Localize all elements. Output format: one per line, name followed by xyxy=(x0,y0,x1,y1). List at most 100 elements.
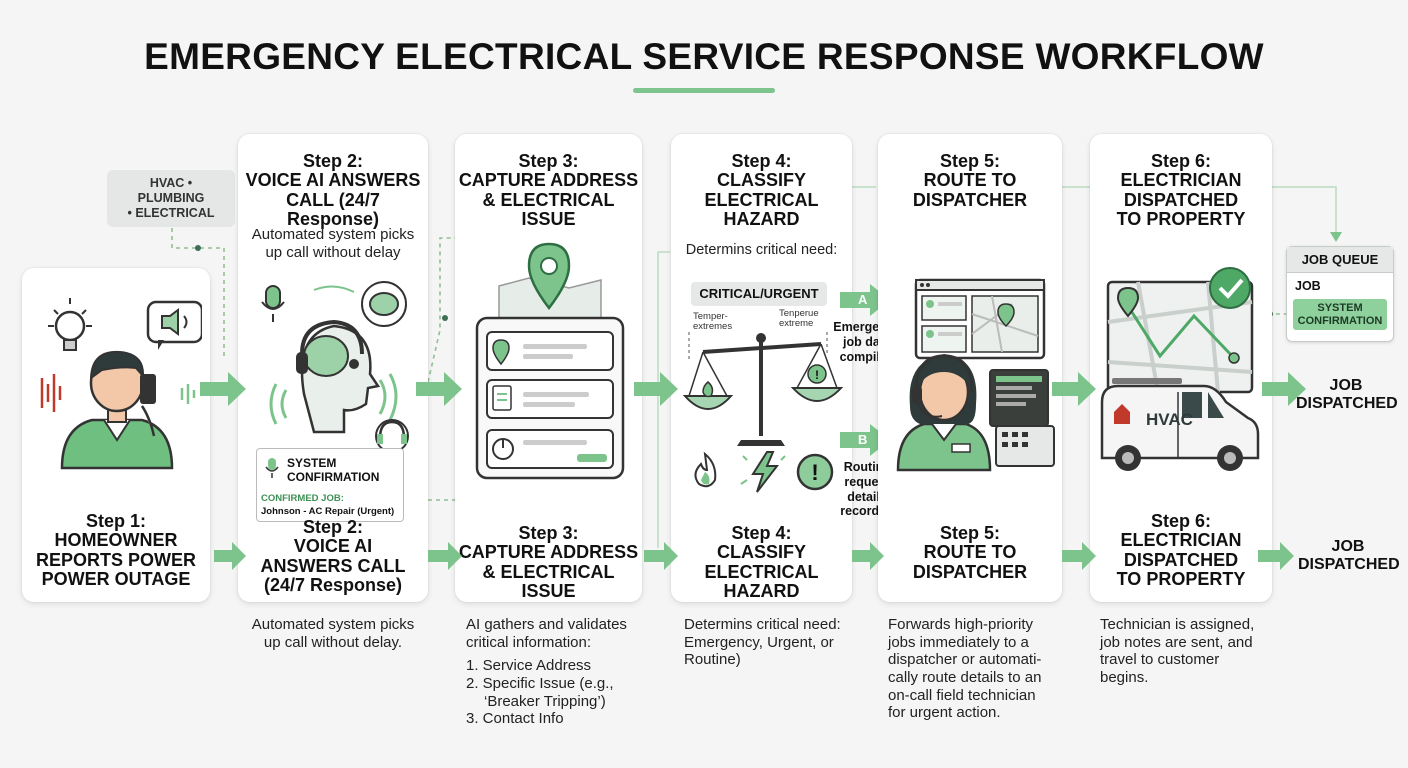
step4-bottom-label: Step 4: xyxy=(731,523,792,543)
step3-title-line-1: CAPTURE ADDRESS xyxy=(458,170,639,191)
step5-bottom-label: Step 5: xyxy=(939,523,1000,543)
hazard-scale-icon: ! ! xyxy=(682,332,844,493)
step4-title-line-2: ELECTRICAL xyxy=(704,189,819,210)
step2-title-line-1: VOICE AI ANSWERS xyxy=(245,170,421,191)
branch-arrows xyxy=(840,284,890,456)
title-underline xyxy=(633,88,775,93)
step5-top-title: Step 5: ROUTE TO DISPATCHER xyxy=(878,151,1062,210)
step3-item-issue: 2. Specific Issue (e.g., xyxy=(466,675,614,693)
step3-item-contact: 3. Contact Info xyxy=(466,710,564,728)
confirm-title-line-2: CONFIRMATION xyxy=(287,469,380,484)
step6-desc-line-4: begins. xyxy=(1100,669,1149,687)
step4-bottom-title-line-1: CLASSIFY xyxy=(716,542,806,563)
critical-urgent-label: CRITICAL/URGENT xyxy=(691,282,827,306)
trades-tag: HVAC • PLUMBING • ELECTRICAL xyxy=(107,170,235,227)
step3-desc-line-2: critical information: xyxy=(466,633,592,651)
step4-bottom-title-line-3: HAZARD xyxy=(723,581,800,602)
step4-bottom-title: Step 4: CLASSIFY ELECTRICAL HAZARD xyxy=(671,523,852,602)
job-queue-title: JOB QUEUE xyxy=(1287,247,1393,273)
step6-title-line-2: DISPATCHED xyxy=(1123,189,1239,210)
system-confirmation-popup: SYSTEM CONFIRMATION CONFIRMED JOB: Johns… xyxy=(256,448,404,522)
step4-bottom-desc-line-1: Determins critical need: xyxy=(684,616,841,633)
svg-text:!: ! xyxy=(815,368,819,382)
step5-card: Step 5: ROUTE TO DISPATCHER xyxy=(878,134,1062,602)
step5-desc: Forwards high-priority jobs immediately … xyxy=(888,616,1068,722)
step5-desc-line-4: cally route details to an xyxy=(888,669,1042,687)
homeowner-phone-icon xyxy=(40,298,202,470)
step6-bottom-title-line-2: DISPATCHED xyxy=(1123,549,1239,570)
step3-bottom-label: Step 3: xyxy=(518,523,579,543)
step5-bottom-title: Step 5: ROUTE TO DISPATCHER xyxy=(878,523,1062,582)
step2-bottom-title-line-3: (24/7 Response) xyxy=(263,575,403,596)
step4-label: Step 4: xyxy=(731,151,792,171)
step2-bottom-desc-line-1: Automated system picks xyxy=(251,616,415,633)
step6-desc-line-1: Technician is assigned, xyxy=(1100,616,1255,633)
page-title: EMERGENCY ELECTRICAL SERVICE RESPONSE WO… xyxy=(144,36,1264,77)
confirm-title: SYSTEM CONFIRMATION xyxy=(287,456,380,485)
job-dispatched-top-line-1: JOB xyxy=(1329,377,1363,394)
job-queue-panel: JOB QUEUE JOB SYSTEM CONFIRMATION xyxy=(1286,246,1394,342)
job-queue-confirmation: SYSTEM CONFIRMATION xyxy=(1293,299,1387,331)
step6-bottom-label: Step 6: xyxy=(1150,511,1211,531)
job-queue-confirm-line-1: SYSTEM xyxy=(1317,302,1363,314)
branch-b-label: B xyxy=(858,432,868,447)
step6-bottom-title-line-3: TO PROPERTY xyxy=(1116,569,1246,590)
step2-bottom-title-line-1: VOICE AI xyxy=(293,536,373,557)
branch-b-line-3: details xyxy=(847,489,887,504)
job-dispatched-top: JOB DISPATCHED xyxy=(1296,377,1398,412)
mic-icon xyxy=(265,458,279,478)
dispatcher-icon xyxy=(896,278,1055,472)
step6-top-title: Step 6: ELECTRICIAN DISPATCHED TO PROPER… xyxy=(1090,151,1272,230)
step6-card: Step 6: ELECTRICIAN DISPATCHED TO PROPER… xyxy=(1090,134,1272,602)
branch-a-label: A xyxy=(858,292,868,307)
step2-bottom-desc-line-2: up call without delay. xyxy=(263,633,403,651)
step4-card: Step 4: CLASSIFY ELECTRICAL HAZARD Deter… xyxy=(671,134,852,602)
step6-bottom-title-line-1: ELECTRICIAN xyxy=(1120,530,1242,551)
step2-top-desc-line-1: Automated system picks xyxy=(251,226,415,243)
step3-item-issue-example: ‘Breaker Tripping’) xyxy=(484,692,606,710)
step5-bottom-title-line-1: ROUTE TO xyxy=(923,542,1017,563)
scale-left-line-2: extremes xyxy=(693,321,733,333)
step4-bottom-title-line-2: ELECTRICAL xyxy=(704,561,819,582)
step4-top-title: Step 4: CLASSIFY ELECTRICAL HAZARD xyxy=(671,151,852,230)
step5-desc-line-1: Forwards high-priority xyxy=(888,616,1034,633)
step5-bottom-title-line-2: DISPATCHER xyxy=(912,561,1028,582)
confirm-job-label: CONFIRMED JOB: xyxy=(261,493,344,504)
step5-desc-line-6: for urgent action. xyxy=(888,704,1001,722)
step5-desc-line-2: jobs immediately to a xyxy=(888,633,1029,651)
step4-title-line-3: HAZARD xyxy=(723,209,800,230)
step2-bottom-desc: Automated system picks up call without d… xyxy=(238,616,428,651)
step4-top-desc: Determins critical need: xyxy=(685,242,838,258)
step1-card: Step 1: HOMEOWNER REPORTS POWER POWER OU… xyxy=(22,268,210,602)
step4-title-line-1: CLASSIFY xyxy=(716,170,806,191)
step3-label: Step 3: xyxy=(518,151,579,171)
step3-info-list: 1. Service Address 2. Specific Issue (e.… xyxy=(466,657,646,728)
step1-title-line-2: REPORTS POWER xyxy=(35,549,196,570)
step2-top-title: Step 2: VOICE AI ANSWERS CALL (24/7 Resp… xyxy=(238,151,428,230)
step2-title-line-2: CALL (24/7 Response) xyxy=(286,189,380,230)
branch-b-arrow xyxy=(840,424,890,456)
job-dispatched-top-line-2: DISPATCHED xyxy=(1296,394,1398,412)
step6-desc-line-2: job notes are sent, and xyxy=(1100,633,1253,651)
trades-tag-line-2: • ELECTRICAL xyxy=(127,206,215,220)
job-dispatched-bottom-line-1: JOB xyxy=(1331,538,1365,555)
step6-desc: Technician is assigned, job notes are se… xyxy=(1100,616,1280,687)
svg-text:!: ! xyxy=(811,460,818,485)
scale-left-line-1: Temper- xyxy=(693,311,728,322)
step4-bottom-desc: Determins critical need: Emergency, Urge… xyxy=(684,616,854,669)
step3-title-line-2: & ELECTRICAL ISSUE xyxy=(482,189,615,230)
job-dispatched-bottom-line-2: DISPATCHED xyxy=(1298,555,1400,573)
step5-desc-line-5: on-call field technician xyxy=(888,686,1036,704)
step2-bottom-label: Step 2: xyxy=(302,517,363,537)
step2-card: Step 2: VOICE AI ANSWERS CALL (24/7 Resp… xyxy=(238,134,428,602)
dispatched-van-map-icon xyxy=(1100,267,1260,471)
confirm-title-line-1: SYSTEM xyxy=(287,456,337,470)
scale-right-line-1: Tenperue xyxy=(779,308,819,319)
step4-bottom-desc-line-3: Routine) xyxy=(684,651,741,669)
step3-top-title: Step 3: CAPTURE ADDRESS & ELECTRICAL ISS… xyxy=(455,151,642,230)
step3-desc-line-1: AI gathers and validates xyxy=(466,616,627,633)
voice-ai-robot-icon xyxy=(261,281,409,453)
scale-left-label: Temper- extremes xyxy=(693,311,733,333)
step6-label: Step 6: xyxy=(1150,151,1211,171)
step3-item-address: 1. Service Address xyxy=(466,657,592,675)
